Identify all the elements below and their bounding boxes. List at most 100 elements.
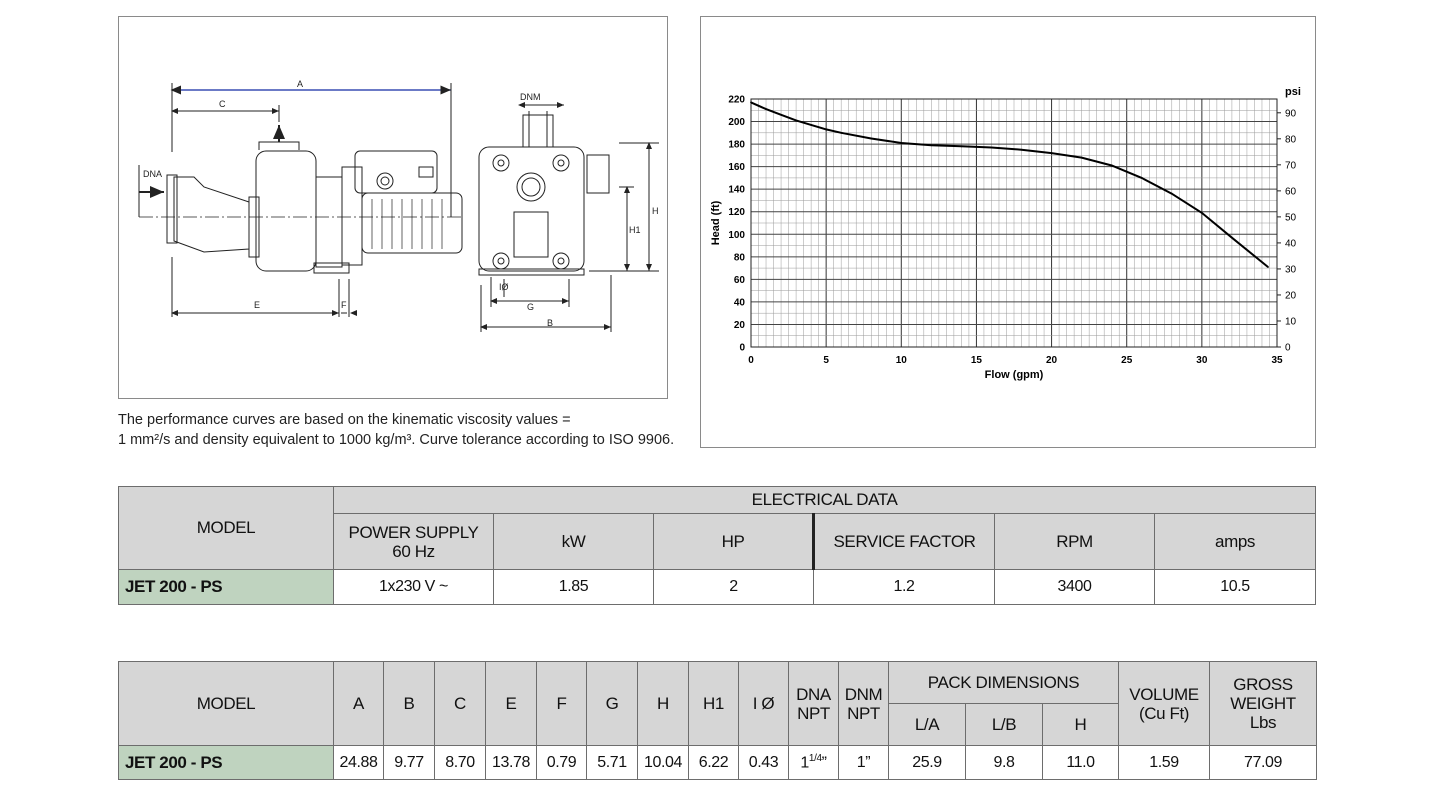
y2-tick-label: 80: [1285, 134, 1297, 145]
curve-point: [795, 119, 797, 122]
volume-header-line2: (Cu Ft): [1138, 703, 1190, 723]
dim-label-h: H: [652, 206, 659, 216]
pack-la-header: L/A: [888, 703, 966, 746]
curve-point: [900, 142, 903, 144]
power-supply-header: POWER SUPPLY 60 Hz: [333, 513, 494, 570]
dim-label-i-diameter: IØ: [499, 282, 509, 292]
service-factor-value: 1.2: [813, 569, 995, 605]
dnm-npt-value: 1”: [838, 745, 889, 780]
curve-point: [780, 113, 782, 116]
chart-grid: [750, 98, 1278, 348]
dnm-header-line1: DNM: [844, 684, 883, 704]
curve-point: [825, 128, 828, 131]
y-axis-label: Head (ft): [710, 200, 722, 245]
dimension-model-value: JET 200 - PS: [118, 745, 334, 780]
x-tick-label: 25: [1121, 355, 1133, 366]
y-tick-label: 140: [728, 185, 745, 196]
electrical-model-header: MODEL: [118, 486, 334, 570]
y2-tick-label: 70: [1285, 160, 1297, 171]
dna-fraction: 1/4: [808, 752, 822, 764]
dim-a-header: A: [333, 661, 384, 746]
amps-header: amps: [1153, 513, 1317, 570]
y2-tick-label: 90: [1285, 108, 1297, 119]
dim-i-diameter-header: I Ø: [738, 661, 789, 746]
dna-inch-mark: ”: [821, 754, 827, 772]
y-tick-label: 40: [734, 297, 746, 308]
y-tick-label: 220: [728, 95, 745, 106]
head-flow-curve: [750, 101, 1269, 268]
dim-label-e: E: [254, 300, 260, 310]
dnm-npt-header: DNM NPT: [838, 661, 889, 746]
dim-c-header: C: [434, 661, 486, 746]
dim-f-value: 0.79: [536, 745, 587, 780]
performance-note: The performance curves are based on the …: [118, 410, 678, 450]
curve-point: [1170, 192, 1173, 195]
y2-tick-label: 50: [1285, 212, 1297, 223]
power-supply-header-line1: POWER SUPPLY: [348, 522, 479, 542]
y2-tick-label: 20: [1285, 290, 1297, 301]
dim-h1-value: 6.22: [688, 745, 739, 780]
y-tick-label: 20: [734, 320, 746, 331]
curve-point: [1050, 152, 1053, 155]
electrical-data-header: ELECTRICAL DATA: [332, 486, 1317, 514]
curve-point: [1110, 164, 1113, 167]
service-factor-header: SERVICE FACTOR: [812, 513, 995, 570]
x-tick-label: 15: [971, 355, 983, 366]
dim-f-header: F: [536, 661, 587, 746]
table-row: JET 200 - PS 1x230 V ~ 1.85 2 1.2 3400 1…: [118, 569, 1317, 605]
rpm-value: 3400: [994, 569, 1155, 605]
curve-point: [840, 131, 843, 134]
y-tick-label: 80: [734, 252, 746, 263]
y2-tick-label: 60: [1285, 186, 1297, 197]
gross-weight-header-line2: WEIGHT: [1230, 694, 1296, 713]
dim-label-b: B: [547, 318, 553, 328]
dim-e-header: E: [485, 661, 537, 746]
pack-h-value: 11.0: [1042, 745, 1119, 780]
volume-header-line1: VOLUME: [1129, 684, 1199, 704]
note-line-2: 1 mm²/s and density equivalent to 1000 k…: [118, 432, 675, 448]
x-tick-label: 10: [896, 355, 908, 366]
y-tick-label: 60: [734, 275, 746, 286]
table-row: JET 200 - PS 24.88 9.77 8.70 13.78 0.79 …: [118, 745, 1317, 780]
x-tick-label: 5: [823, 355, 829, 366]
y2-tick-label: 10: [1285, 316, 1297, 327]
dim-h1-header: H1: [688, 661, 739, 746]
dim-h-value: 10.04: [637, 745, 689, 780]
dim-a-value: 24.88: [333, 745, 384, 780]
dim-c-value: 8.70: [434, 745, 486, 780]
curve-point: [810, 124, 813, 126]
volume-header: VOLUME (Cu Ft): [1118, 661, 1210, 746]
curve-point: [1267, 266, 1269, 268]
y-tick-label: 100: [728, 230, 745, 241]
dim-g-value: 5.71: [586, 745, 638, 780]
dim-e-value: 13.78: [485, 745, 537, 780]
dna-header-line1: DNA: [796, 684, 831, 704]
curve-point: [765, 108, 767, 111]
hp-value: 2: [653, 569, 814, 605]
dnm-header-line2: NPT: [847, 703, 880, 723]
curve-point: [990, 146, 993, 149]
dna-header-line2: NPT: [797, 703, 830, 723]
curve-point: [1020, 148, 1023, 151]
power-supply-value: 1x230 V ~: [333, 569, 494, 605]
curve-point: [1140, 177, 1143, 179]
dim-b-value: 9.77: [383, 745, 435, 780]
dim-label-dna: DNA: [143, 169, 162, 179]
pack-lb-header: L/B: [965, 703, 1043, 746]
gross-weight-header-line1: GROSS: [1233, 675, 1293, 694]
dim-label-dnm: DNM: [520, 92, 541, 102]
curve-point: [870, 137, 873, 140]
y-tick-label: 160: [728, 162, 745, 173]
gross-weight-header-line3: Lbs: [1249, 713, 1277, 732]
pack-la-value: 25.9: [888, 745, 966, 780]
pack-lb-value: 9.8: [965, 745, 1043, 780]
x-tick-label: 30: [1196, 355, 1208, 366]
rpm-header: RPM: [994, 513, 1155, 570]
electrical-data-table: MODEL ELECTRICAL DATA POWER SUPPLY 60 Hz…: [118, 486, 1317, 605]
y2-tick-label: 0: [1285, 343, 1291, 354]
dim-i-diameter-value: 0.43: [738, 745, 789, 780]
pack-dimensions-header: PACK DIMENSIONS: [888, 661, 1119, 704]
y2-tick-label: 30: [1285, 264, 1297, 275]
